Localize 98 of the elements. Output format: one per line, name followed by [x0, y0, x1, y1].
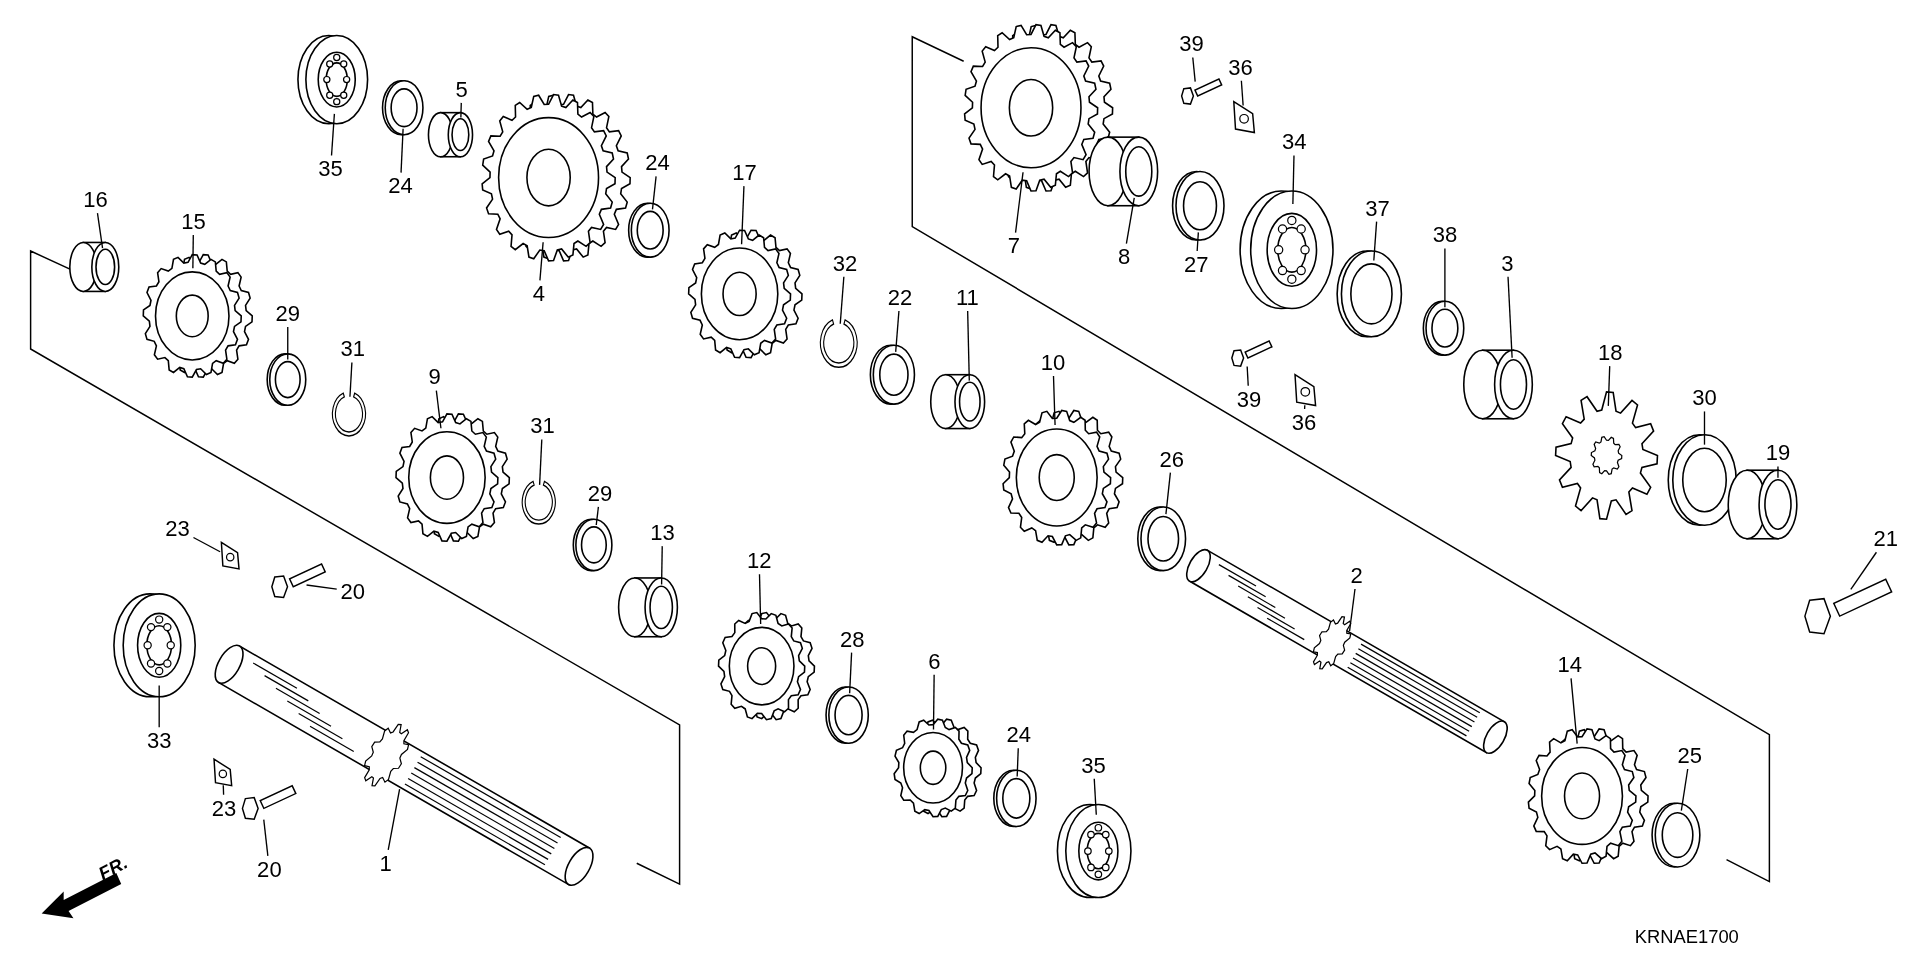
- circlip-drawing: [521, 480, 556, 525]
- leader-line: [1125, 197, 1135, 245]
- leader-line: [1850, 551, 1878, 591]
- leader-line: [1348, 588, 1356, 632]
- leader-line: [932, 674, 935, 731]
- washer-drawing: [1171, 170, 1225, 241]
- direction-label: FR.: [94, 851, 131, 884]
- washer-drawing: [266, 353, 307, 407]
- washer-drawing: [381, 80, 424, 136]
- leader-line: [1192, 56, 1196, 83]
- ball-bearing-drawing: [1239, 190, 1334, 310]
- leader-line: [1016, 747, 1019, 778]
- gear-drawing: [717, 611, 816, 721]
- leader-line: [158, 684, 160, 729]
- gear-drawing: [142, 253, 254, 378]
- washer-drawing: [1651, 802, 1701, 868]
- leader-line: [1052, 375, 1056, 426]
- leader-line: [1570, 677, 1578, 745]
- washer-drawing: [825, 686, 870, 745]
- splined-shaft-drawing: [214, 644, 594, 887]
- collar-drawing: [69, 241, 120, 293]
- ball-bearing-drawing: [297, 34, 369, 125]
- leader-line: [1777, 465, 1779, 479]
- leader-line: [595, 506, 600, 526]
- gear-drawing: [963, 23, 1114, 192]
- leader-line: [222, 784, 225, 796]
- leader-line: [1093, 778, 1097, 816]
- washer-drawing: [627, 202, 670, 258]
- leader-line: [1303, 404, 1306, 410]
- washer-drawing: [1137, 506, 1187, 572]
- collar-drawing: [929, 373, 986, 430]
- bolt-drawing: [271, 563, 327, 599]
- washer-drawing: [869, 344, 916, 405]
- splined-shaft-drawing: [1185, 548, 1508, 754]
- lock-plate-drawing: [1232, 100, 1256, 134]
- circlip-drawing: [331, 392, 367, 437]
- leader-line: [387, 788, 401, 851]
- leader-line: [740, 185, 745, 245]
- leader-line: [1014, 171, 1024, 234]
- leader-line: [1240, 80, 1244, 107]
- bolt-drawing: [1231, 340, 1273, 367]
- bolt-drawing: [1804, 578, 1893, 635]
- gear-drawing: [1002, 409, 1124, 546]
- leader-line: [1292, 154, 1295, 205]
- leader-line: [435, 389, 442, 429]
- ball-bearing-drawing: [1056, 803, 1132, 899]
- leader-line: [1607, 365, 1611, 407]
- drawing-code: KRNAE1700: [1634, 925, 1739, 947]
- collar-drawing: [1462, 349, 1534, 420]
- collar-drawing: [1727, 469, 1798, 540]
- leader-line: [400, 128, 404, 174]
- leader-line: [1165, 471, 1172, 515]
- collar-drawing: [1088, 136, 1159, 207]
- leader-line: [287, 326, 289, 361]
- leader-line: [1444, 247, 1446, 308]
- leader-line: [848, 651, 853, 694]
- washer-drawing: [1336, 250, 1403, 338]
- leader-line: [460, 102, 462, 119]
- leader-line: [263, 819, 269, 857]
- leader-line: [1373, 220, 1378, 262]
- lock-plate-drawing: [220, 541, 240, 570]
- leader-line: [1246, 365, 1249, 387]
- washer-drawing: [572, 518, 613, 572]
- washer-drawing: [1667, 433, 1737, 527]
- leader-line: [305, 584, 338, 590]
- gear-drawing: [687, 229, 803, 359]
- leader-line: [96, 212, 104, 249]
- gear-drawing: [893, 718, 982, 818]
- leader-line: [758, 573, 762, 625]
- leader-line: [1196, 231, 1199, 252]
- gear-drawing: [395, 413, 511, 543]
- leader-line: [349, 361, 353, 398]
- leader-line: [967, 310, 970, 382]
- bolt-drawing: [1180, 77, 1223, 105]
- leader-line: [192, 234, 194, 269]
- ball-bearing-drawing: [113, 593, 196, 698]
- lock-plate-drawing: [213, 757, 233, 787]
- washer-drawing: [993, 769, 1037, 828]
- gear-drawing: [1527, 728, 1649, 865]
- leader-line: [651, 175, 657, 210]
- leader-line: [1680, 768, 1689, 812]
- leader-line: [1703, 410, 1706, 446]
- collar-drawing: [427, 111, 474, 158]
- leader-line: [539, 241, 544, 282]
- leader-line: [1507, 276, 1513, 359]
- leader-line: [330, 113, 336, 157]
- leader-line: [895, 310, 900, 353]
- leader-line: [192, 536, 221, 553]
- sprocket-drawing: [1554, 391, 1659, 521]
- leader-line: [538, 438, 543, 486]
- gear-drawing: [481, 93, 631, 262]
- bolt-drawing: [241, 784, 297, 820]
- circlip-drawing: [819, 319, 858, 368]
- lock-plate-drawing: [1294, 373, 1317, 407]
- leader-line: [839, 276, 845, 325]
- leader-line: [660, 545, 663, 586]
- washer-drawing: [1422, 300, 1465, 356]
- collar-drawing: [617, 577, 679, 638]
